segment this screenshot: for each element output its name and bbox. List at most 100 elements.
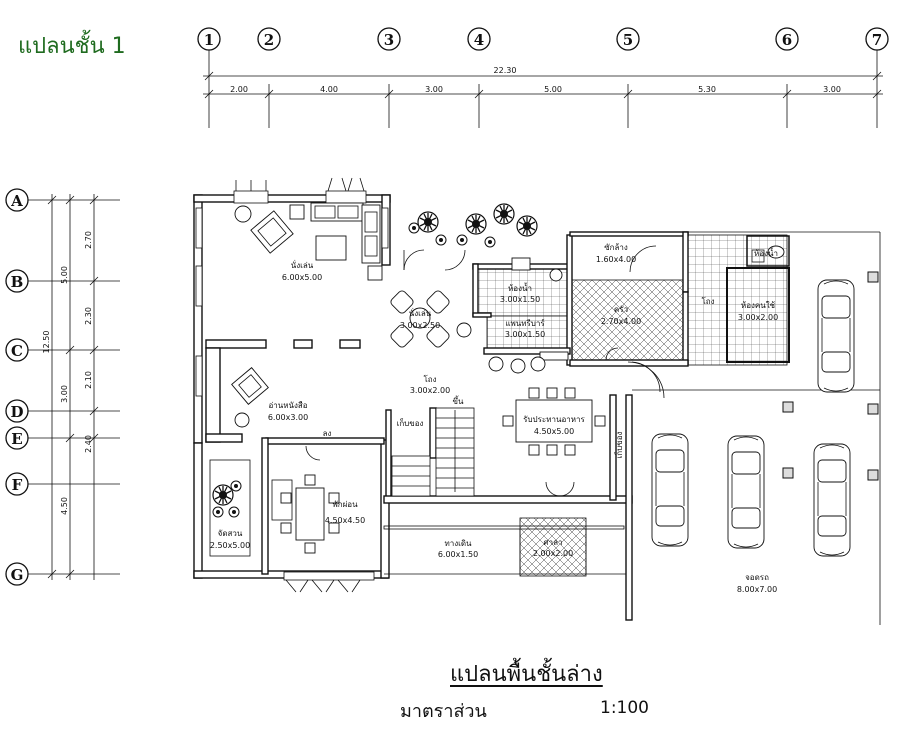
svg-text:6: 6	[782, 31, 792, 49]
room-hall: โถง	[423, 374, 436, 384]
windows	[195, 177, 389, 593]
grid-column-2: 2	[257, 27, 281, 51]
grid-rows: A B C D E F G	[5, 188, 120, 586]
room-family: พักผ่อน	[332, 500, 358, 509]
svg-text:4.50x5.00: 4.50x5.00	[534, 427, 574, 436]
garage-posts	[782, 271, 879, 481]
svg-text:3.00: 3.00	[425, 85, 443, 94]
room-corridor: โถง	[701, 296, 714, 306]
room-storage-2: เก็บของ	[614, 431, 624, 458]
svg-text:6.00x3.00: 6.00x3.00	[268, 413, 308, 422]
svg-text:3: 3	[384, 31, 394, 49]
svg-text:3.00x1.50: 3.00x1.50	[505, 330, 545, 339]
lounge-furniture	[390, 290, 472, 348]
garden-plants	[209, 203, 538, 557]
svg-text:7: 7	[872, 31, 882, 49]
svg-text:2.30: 2.30	[84, 307, 93, 325]
grid-row-B: B	[5, 269, 29, 293]
svg-text:F: F	[12, 476, 23, 494]
svg-text:4: 4	[474, 31, 484, 49]
dining-table	[502, 387, 606, 456]
stair-down-label: ลง	[323, 429, 332, 438]
grid-column-7: 7	[865, 27, 889, 51]
room-labels: นั่งเล่น 6.00x5.00 นั่งเล่น 3.00x2.50 ห้…	[210, 243, 778, 594]
reading-furniture	[231, 367, 269, 428]
svg-text:3.00x1.50: 3.00x1.50	[500, 295, 540, 304]
room-lounge: นั่งเล่น	[409, 307, 432, 318]
left-dimensions: 12.50 5.00 3.00 4.50 2.70 2.30 2.10 2.40	[42, 194, 99, 580]
svg-text:8.00x7.00: 8.00x7.00	[737, 585, 777, 594]
family-furniture	[271, 474, 340, 554]
grid-column-1: 1	[197, 27, 221, 51]
svg-text:5.30: 5.30	[698, 85, 716, 94]
room-laundry: ซักล้าง	[604, 243, 628, 252]
walls	[193, 194, 881, 625]
pavilion-floor	[519, 517, 587, 577]
svg-text:C: C	[11, 342, 23, 360]
svg-text:2.40: 2.40	[84, 435, 93, 453]
grid-row-D: D	[5, 399, 29, 423]
room-dining: รับประทานอาหาร	[523, 415, 585, 424]
grid-row-E: E	[5, 426, 29, 450]
svg-text:G: G	[11, 566, 24, 584]
svg-text:A: A	[10, 192, 23, 210]
room-reading: อ่านหนังสือ	[268, 401, 307, 410]
door-swings	[305, 245, 665, 497]
room-maid-bath: ห้องน้ำ	[754, 247, 778, 258]
drawing-title: แปลนพื้นชั้นล่าง	[450, 662, 603, 687]
maid-toilet	[751, 245, 785, 263]
grid-column-4: 4	[467, 27, 491, 51]
room-garage: จอดรถ	[745, 573, 769, 582]
grid-row-G: G	[5, 562, 29, 586]
stair-up-label: ขึ้น	[453, 395, 464, 406]
svg-text:D: D	[10, 403, 23, 421]
svg-text:1: 1	[204, 31, 214, 49]
grid-row-F: F	[5, 472, 29, 496]
svg-text:6.00x1.50: 6.00x1.50	[438, 550, 478, 559]
room-bath: ห้องน้ำ	[508, 282, 532, 293]
scale-value: 1:100	[600, 698, 649, 718]
living-furniture	[234, 202, 383, 281]
svg-text:2.50x5.00: 2.50x5.00	[210, 541, 250, 550]
svg-text:B: B	[11, 273, 24, 291]
room-pantry: แพนทรีบาร์	[505, 318, 545, 328]
svg-text:2.70: 2.70	[84, 231, 93, 249]
svg-text:E: E	[11, 430, 22, 448]
grid-row-A: A	[5, 188, 29, 212]
scale-label: มาตราส่วน	[400, 701, 487, 722]
svg-text:2.00x2.00: 2.00x2.00	[533, 549, 573, 558]
svg-text:3.00: 3.00	[823, 85, 841, 94]
grid-column-3: 3	[377, 27, 401, 51]
grid-row-C: C	[5, 338, 29, 362]
grid-columns: 1 2 3 4 5 6 7	[197, 27, 889, 128]
kitchen-floor	[569, 279, 687, 363]
svg-text:4.50: 4.50	[60, 497, 69, 515]
room-pavilion: ศาลา	[544, 538, 563, 547]
svg-text:2.70x4.00: 2.70x4.00	[601, 317, 641, 326]
svg-text:5: 5	[623, 31, 633, 49]
staircase	[391, 407, 475, 497]
grid-column-5: 5	[616, 27, 640, 51]
svg-text:4.00: 4.00	[320, 85, 338, 94]
room-storage-1: เก็บของ	[397, 418, 424, 428]
svg-text:12.50: 12.50	[42, 331, 51, 354]
svg-text:22.30: 22.30	[494, 66, 517, 75]
page-title: แปลนชั้น 1	[18, 34, 126, 59]
svg-text:5.00: 5.00	[60, 266, 69, 284]
svg-text:3.00x2.00: 3.00x2.00	[738, 313, 778, 322]
room-walkway: ทางเดิน	[444, 539, 472, 548]
grid-column-6: 6	[775, 27, 799, 51]
svg-text:3.00: 3.00	[60, 385, 69, 403]
top-dimensions: 22.30 2.00 4.00 3.00 5.00 5.30 3.00	[203, 66, 883, 99]
room-maid: ห้องคนใช้	[741, 301, 776, 310]
svg-text:5.00: 5.00	[544, 85, 562, 94]
svg-text:2: 2	[264, 31, 274, 49]
room-kitchen: ครัว	[614, 305, 628, 314]
svg-text:1.60x4.00: 1.60x4.00	[596, 255, 636, 264]
svg-text:4.50x4.50: 4.50x4.50	[325, 516, 365, 525]
room-garden: จัดสวน	[218, 529, 243, 538]
room-living: นั่งเล่น	[291, 259, 314, 270]
pantry-tile-floor	[486, 315, 568, 353]
svg-text:3.00x2.50: 3.00x2.50	[400, 321, 440, 330]
